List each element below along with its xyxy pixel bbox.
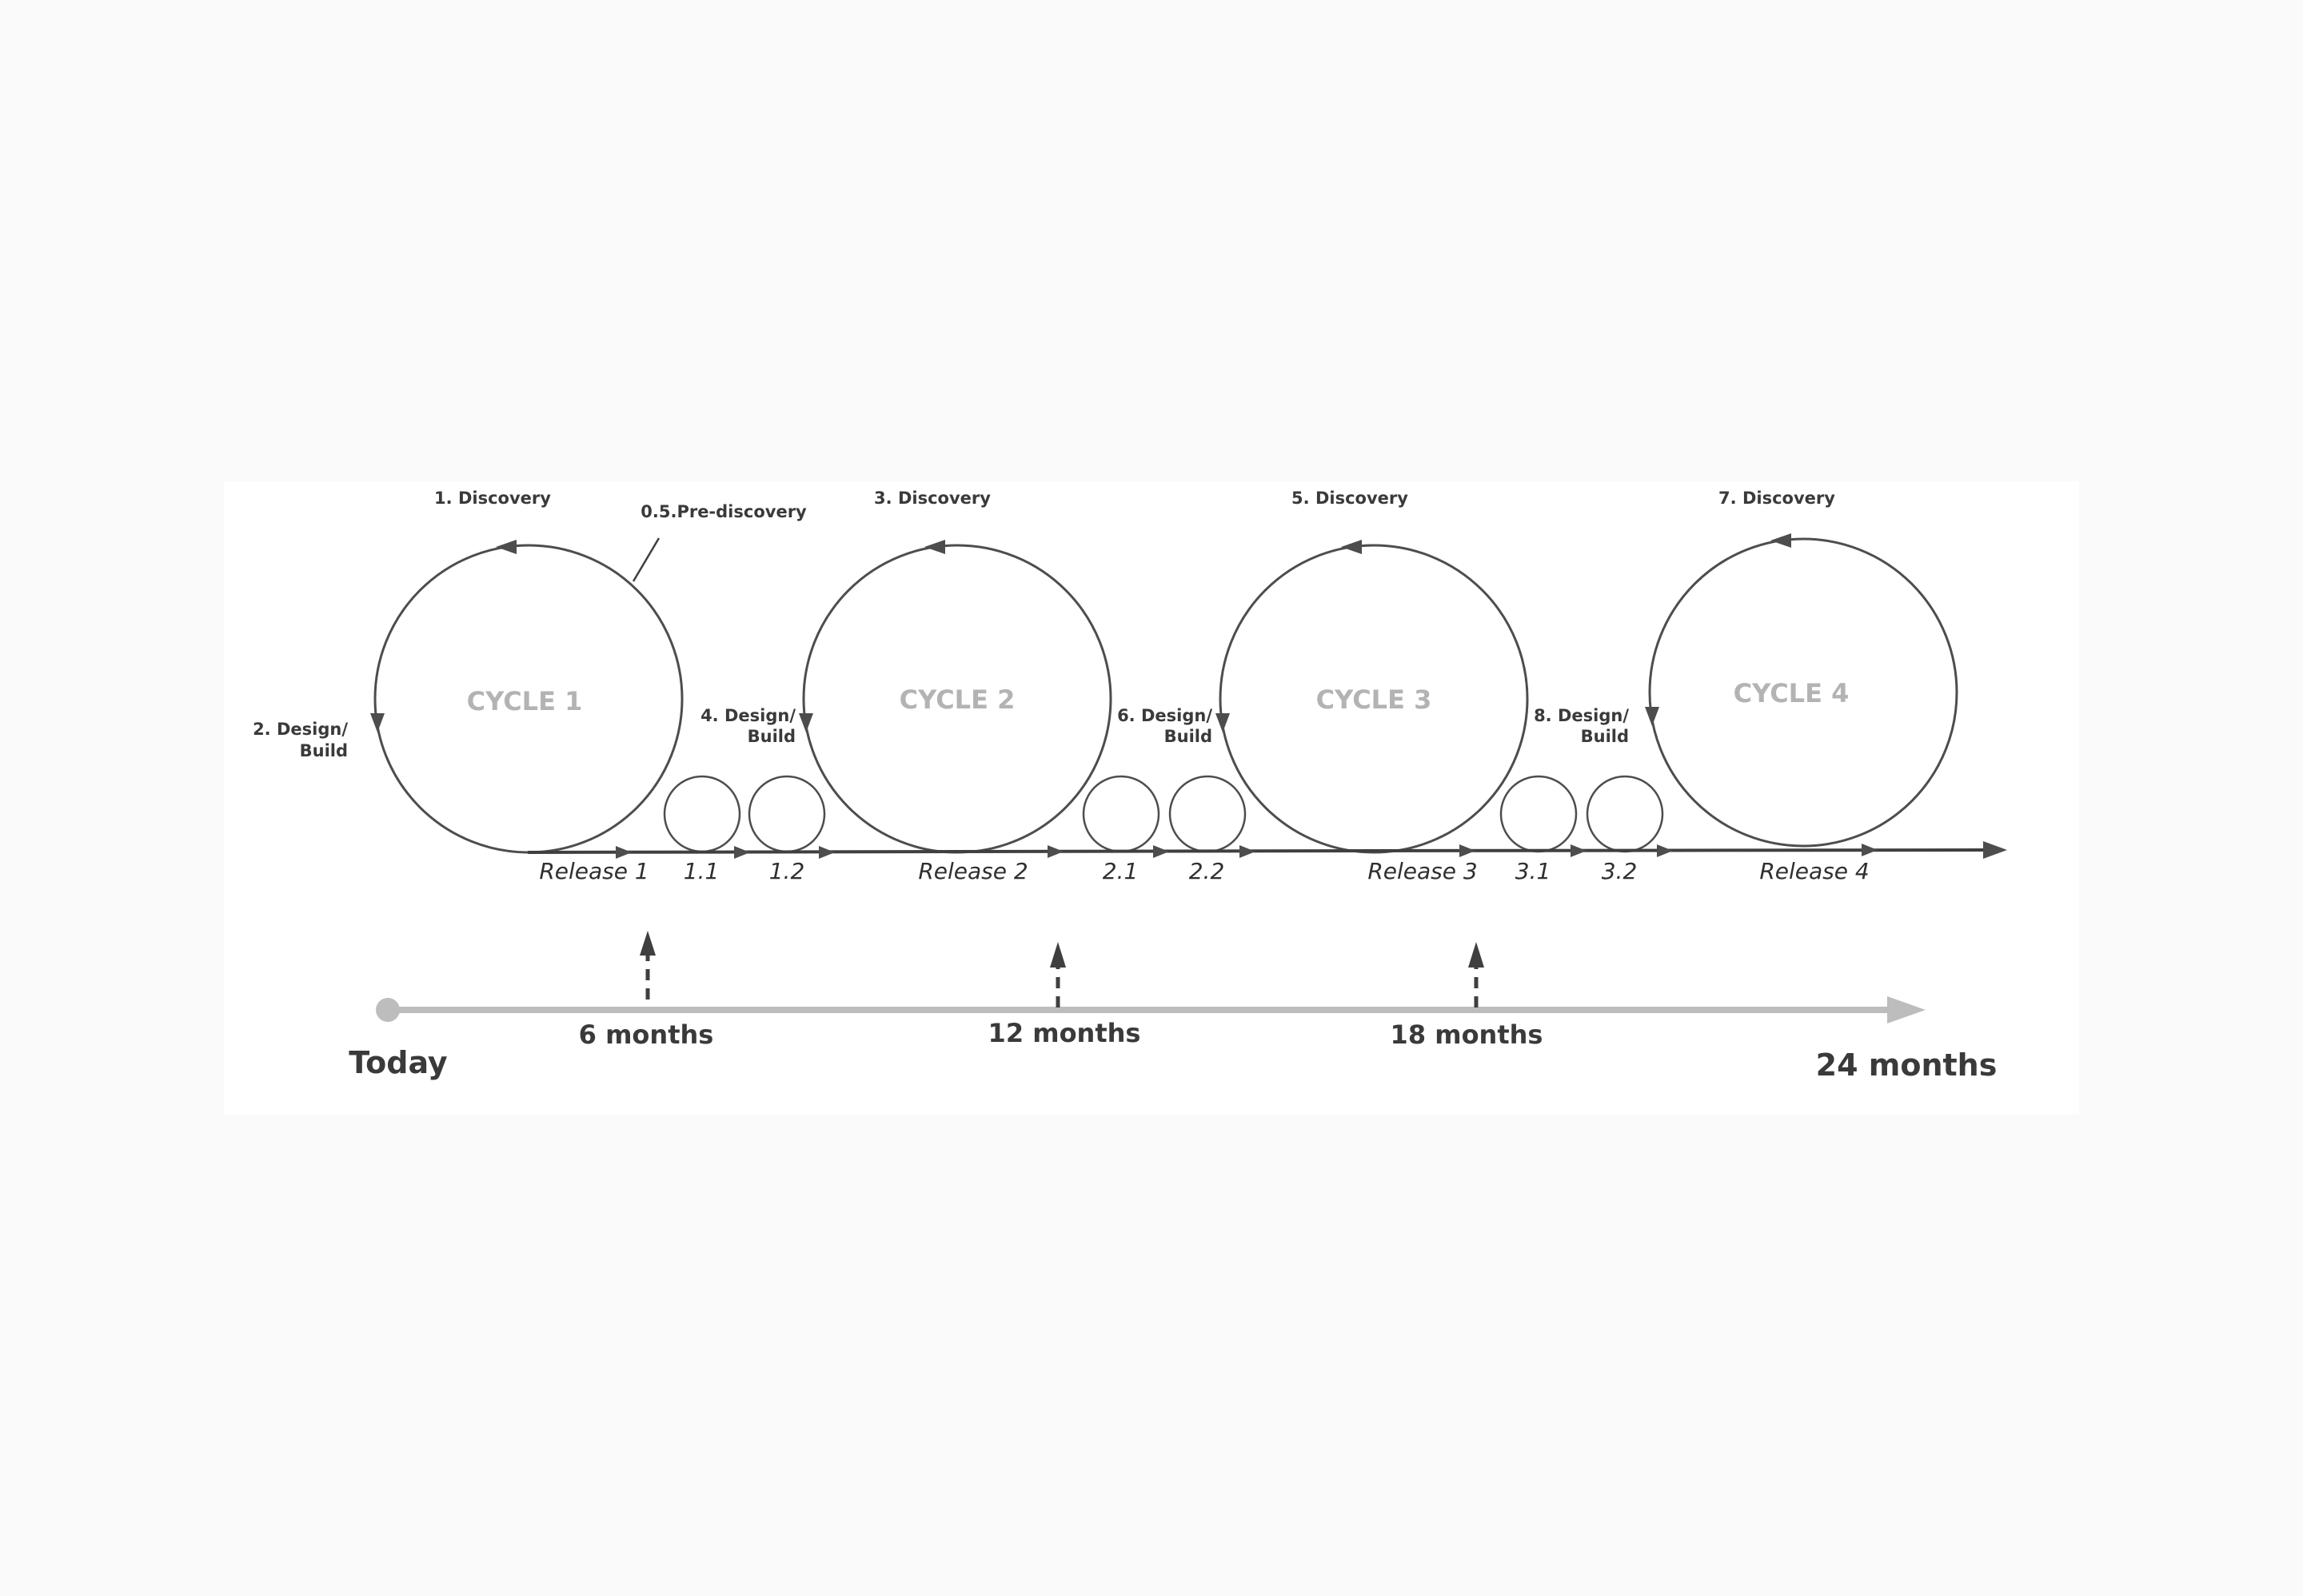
cycle-4-design-arrow [1645, 707, 1659, 726]
release-2-label: Release 2 [918, 858, 1028, 884]
marker-6-months-label: 6 months [579, 1019, 714, 1050]
marker-6-months-arrow [640, 931, 656, 956]
timeline: Today 6 months 12 months 18 months 24 mo… [349, 931, 1997, 1083]
cycle-1-discovery-arrow [496, 540, 517, 554]
cycle-4-design-label-line2: Build [1581, 727, 1629, 746]
cycle-1: CYCLE 1 1. Discovery 0.5.Pre-discovery 2… [253, 489, 826, 884]
cycle-2-design-arrow [799, 713, 813, 732]
flow-arrow-6 [1239, 845, 1255, 858]
cycle-2-discovery-label: 3. Discovery [874, 489, 991, 508]
timeline-start-dot [376, 998, 400, 1022]
flow-arrow-10 [1862, 844, 1878, 856]
cycle-1-design-arrow [370, 713, 385, 732]
sub-release-3-1-label: 3.1 [1515, 858, 1551, 884]
cycle-2-discovery-arrow [924, 540, 945, 554]
cycle-4-discovery-arrow [1770, 533, 1791, 548]
flow-arrow-7 [1459, 844, 1475, 857]
marker-12-months-label: 12 months [988, 1018, 1141, 1048]
cycle-1-label: CYCLE 1 [467, 686, 583, 716]
cycle-3-discovery-label: 5. Discovery [1291, 489, 1408, 508]
cycle-1-design-label-line2: Build [300, 741, 348, 760]
cycle-4-label: CYCLE 4 [1734, 678, 1850, 708]
cycle-3-design-label-line1: 6. Design/ [1117, 706, 1212, 725]
cycle-2: CYCLE 2 3. Discovery 4. Design/ Build Re… [700, 489, 1247, 884]
cycle-2-label: CYCLE 2 [900, 684, 1016, 715]
flow-arrow-5 [1153, 845, 1169, 858]
flow-arrow-8 [1571, 844, 1587, 857]
cycle-4: CYCLE 4 7. Discovery 8. Design/ Build Re… [1534, 489, 1958, 884]
sub-release-2-1-label: 2.1 [1103, 858, 1139, 884]
cycle-4-ring [1648, 537, 1958, 848]
cycle-3: CYCLE 3 5. Discovery 6. Design/ Build Re… [1117, 489, 1664, 884]
flow-arrow-9 [1657, 844, 1673, 857]
sub-release-1-2-label: 1.2 [769, 858, 805, 884]
release-3-label: Release 3 [1367, 858, 1477, 884]
cycle-3-discovery-arrow [1341, 540, 1362, 554]
marker-18-months-label: 18 months [1391, 1019, 1543, 1050]
flow-arrow-1 [616, 846, 632, 859]
flow-arrow-4 [1048, 845, 1064, 858]
flow-arrow-3 [819, 846, 835, 859]
pre-discovery-pointer [632, 537, 661, 582]
cycle-3-design-label-line2: Build [1164, 727, 1212, 746]
timeline-start-label: Today [349, 1045, 448, 1080]
timeline-end-arrow [1887, 996, 1926, 1023]
marker-12-months-arrow [1050, 942, 1066, 968]
release-flow-end-arrow [1983, 841, 2007, 859]
cycle-3-label: CYCLE 3 [1316, 684, 1432, 715]
cycle-1-design-label-line1: 2. Design/ [253, 720, 348, 739]
sub-release-1-1-label: 1.1 [684, 858, 720, 884]
flow-arrow-2 [734, 846, 750, 859]
cycle-2-design-label-line2: Build [748, 727, 796, 746]
cycle-4-design-label-line1: 8. Design/ [1534, 706, 1629, 725]
cycle-1-discovery-label: 1. Discovery [434, 489, 551, 508]
marker-18-months-arrow [1468, 942, 1484, 968]
pre-discovery-label: 0.5.Pre-discovery [641, 502, 807, 521]
release-flow [527, 841, 2007, 859]
diagram-panel [224, 481, 2079, 1115]
cycle-3-design-arrow [1215, 713, 1230, 732]
release-1-label: Release 1 [539, 858, 649, 884]
cycle-2-design-label-line1: 4. Design/ [700, 706, 796, 725]
timeline-end-label: 24 months [1816, 1047, 1998, 1083]
sub-release-3-2-label: 3.2 [1602, 858, 1638, 884]
sub-release-2-2-label: 2.2 [1189, 858, 1225, 884]
cycle-4-discovery-label: 7. Discovery [1718, 489, 1835, 508]
release-4-label: Release 4 [1759, 858, 1869, 884]
